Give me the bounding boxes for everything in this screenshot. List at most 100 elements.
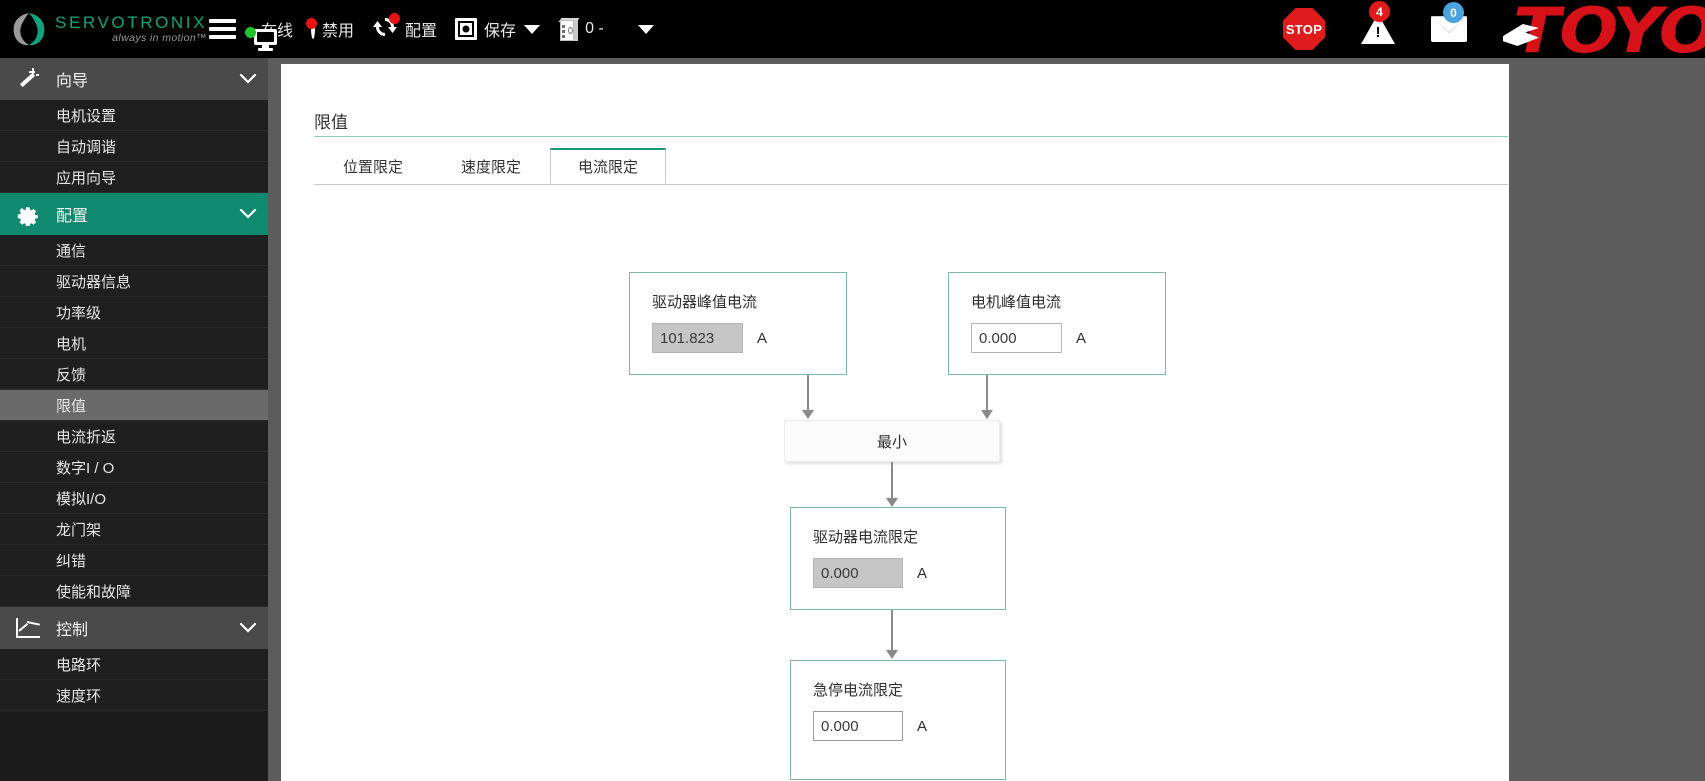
sidebar-item-label: 应用向导: [56, 169, 117, 187]
sidebar-item-communication[interactable]: 通信: [0, 235, 268, 266]
motor-peak-current-unit: A: [1076, 329, 1087, 347]
page-title: 限值: [314, 113, 348, 132]
sidebar-item-label: 电机设置: [56, 107, 117, 125]
drive-peak-current-input[interactable]: [652, 323, 743, 353]
power-icon: [306, 18, 318, 39]
sidebar-item-label: 电流折返: [56, 428, 117, 446]
drive-dropdown-button[interactable]: [613, 0, 663, 58]
chart-icon: [0, 618, 56, 638]
messages-button[interactable]: 0: [1431, 2, 1467, 42]
alarm-count-badge: 4: [1369, 1, 1390, 22]
wand-icon: [0, 68, 56, 90]
stop-label: STOP: [1285, 21, 1323, 37]
sidebar-item-autotune[interactable]: 自动调谐: [0, 131, 268, 162]
sidebar-item-label: 使能和故障: [56, 583, 132, 601]
alarm-button[interactable]: ! 4: [1361, 1, 1395, 44]
sidebar-group-label: 向导: [56, 73, 89, 90]
sidebar-item-velocity-loop[interactable]: 速度环: [0, 680, 268, 711]
sidebar-item-limits[interactable]: 限值: [0, 390, 268, 421]
arrow-min-to-drive-limit-icon: [886, 462, 898, 507]
sidebar-item-motor-setup[interactable]: 电机设置: [0, 100, 268, 131]
arrow-motor-to-min-icon: [981, 375, 993, 419]
motor-peak-current-box: 电机峰值电流 A: [948, 272, 1166, 375]
tab-label: 位置限定: [342, 158, 403, 176]
tab-label: 速度限定: [460, 158, 521, 176]
disable-button[interactable]: 禁用: [302, 0, 363, 58]
drive-current-limit-unit: A: [917, 564, 928, 582]
arrow-drive-limit-to-estop-icon: [886, 610, 898, 660]
chevron-down-icon: [228, 73, 268, 85]
arrow-drive-to-min-icon: [802, 375, 814, 419]
tab-label: 电流限定: [577, 159, 638, 176]
min-node-label: 最小: [876, 433, 907, 451]
sidebar-item-label: 电路环: [56, 656, 102, 674]
drive-current-limit-input[interactable]: [813, 558, 903, 588]
save-button[interactable]: 保存: [446, 0, 549, 58]
sidebar-item-error-correction[interactable]: 纠错: [0, 545, 268, 576]
sidebar-item-label: 通信: [56, 242, 87, 260]
config-indicator-dot: [389, 12, 401, 24]
menu-button[interactable]: [200, 0, 245, 58]
sidebar-group-control[interactable]: 控制: [0, 607, 268, 649]
sidebar-group-wizard[interactable]: 向导: [0, 58, 268, 100]
motor-peak-current-input[interactable]: [971, 323, 1062, 353]
disable-indicator-dot: [306, 18, 318, 29]
save-chevron-down-icon[interactable]: [524, 24, 541, 34]
save-label: 保存: [484, 23, 517, 40]
config-button[interactable]: 配置: [363, 0, 446, 58]
drive-peak-current-unit: A: [757, 329, 768, 347]
servotronix-mark-icon: [10, 10, 48, 48]
sidebar-group-configuration[interactable]: 配置: [0, 193, 268, 235]
drive-peak-current-box: 驱动器峰值电流 A: [629, 272, 847, 375]
sidebar-item-digital-io[interactable]: 数字I / O: [0, 452, 268, 483]
content-area: 限值 位置限定 速度限定 电流限定 驱动器峰值电流 A 电机峰值: [268, 58, 1705, 781]
drive-selector[interactable]: 0 -: [549, 0, 613, 58]
sidebar-item-current-loop[interactable]: 电路环: [0, 649, 268, 680]
top-toolbar: SERVOTRONIX always in motion™ 在线 禁用: [0, 0, 1705, 91]
brand-tagline: always in motion™: [112, 32, 208, 45]
sidebar-item-gantry[interactable]: 龙门架: [0, 514, 268, 545]
sidebar-group-label: 配置: [56, 208, 89, 225]
sidebar-item-enable-and-faults[interactable]: 使能和故障: [0, 576, 268, 607]
tab-velocity-limits[interactable]: 速度限定: [432, 148, 550, 184]
estop-current-limit-input[interactable]: [813, 711, 903, 741]
sidebar-item-feedback[interactable]: 反馈: [0, 359, 268, 390]
sidebar-item-label: 模拟I/O: [56, 490, 107, 508]
sidebar-item-motor[interactable]: 电机: [0, 328, 268, 359]
chevron-down-icon: [228, 622, 268, 634]
sidebar: 向导 电机设置 自动调谐 应用向导 配置 通信 驱动器信息 功率级 电机 反馈 …: [0, 58, 268, 781]
min-node: 最小: [784, 420, 1000, 462]
sidebar-item-label: 自动调谐: [56, 138, 117, 156]
motor-peak-current-label: 电机峰值电流: [971, 294, 1062, 311]
brand-name: SERVOTRONIX: [55, 13, 208, 33]
online-indicator-dot: [245, 27, 256, 38]
estop-current-limit-unit: A: [917, 717, 928, 735]
sidebar-group-label: 控制: [56, 622, 89, 639]
current-limits-flow-diagram: 驱动器峰值电流 A 电机峰值电流 A: [281, 184, 1509, 781]
sidebar-item-drive-info[interactable]: 驱动器信息: [0, 266, 268, 297]
sidebar-item-label: 限值: [56, 397, 87, 415]
sidebar-item-analog-io[interactable]: 模拟I/O: [0, 483, 268, 514]
estop-current-limit-label: 急停电流限定: [813, 682, 904, 699]
tab-current-limits[interactable]: 电流限定: [550, 148, 666, 184]
stop-button[interactable]: STOP: [1283, 8, 1325, 50]
sidebar-item-label: 反馈: [56, 366, 87, 384]
brand-logo: SERVOTRONIX always in motion™: [0, 10, 207, 48]
sidebar-item-app-wizard[interactable]: 应用向导: [0, 162, 268, 193]
tab-position-limits[interactable]: 位置限定: [314, 148, 432, 184]
config-label: 配置: [405, 23, 438, 40]
limits-panel: 限值 位置限定 速度限定 电流限定 驱动器峰值电流 A 电机峰值: [281, 64, 1509, 781]
disable-label: 禁用: [322, 23, 355, 40]
refresh-icon: [372, 12, 401, 44]
sidebar-item-label: 纠错: [56, 552, 87, 570]
tab-bar: 位置限定 速度限定 电流限定: [314, 148, 1508, 185]
drive-peak-current-label: 驱动器峰值电流: [652, 294, 758, 311]
sidebar-item-label: 速度环: [56, 687, 102, 705]
drive-current-limit-box: 驱动器电流限定 A: [790, 507, 1006, 610]
sidebar-item-current-foldback[interactable]: 电流折返: [0, 421, 268, 452]
online-status-button[interactable]: 在线: [245, 0, 302, 58]
drive-current-limit-label: 驱动器电流限定: [813, 529, 919, 546]
toyo-wordmark: TOYO: [1513, 0, 1705, 67]
sidebar-item-power-stage[interactable]: 功率级: [0, 297, 268, 328]
